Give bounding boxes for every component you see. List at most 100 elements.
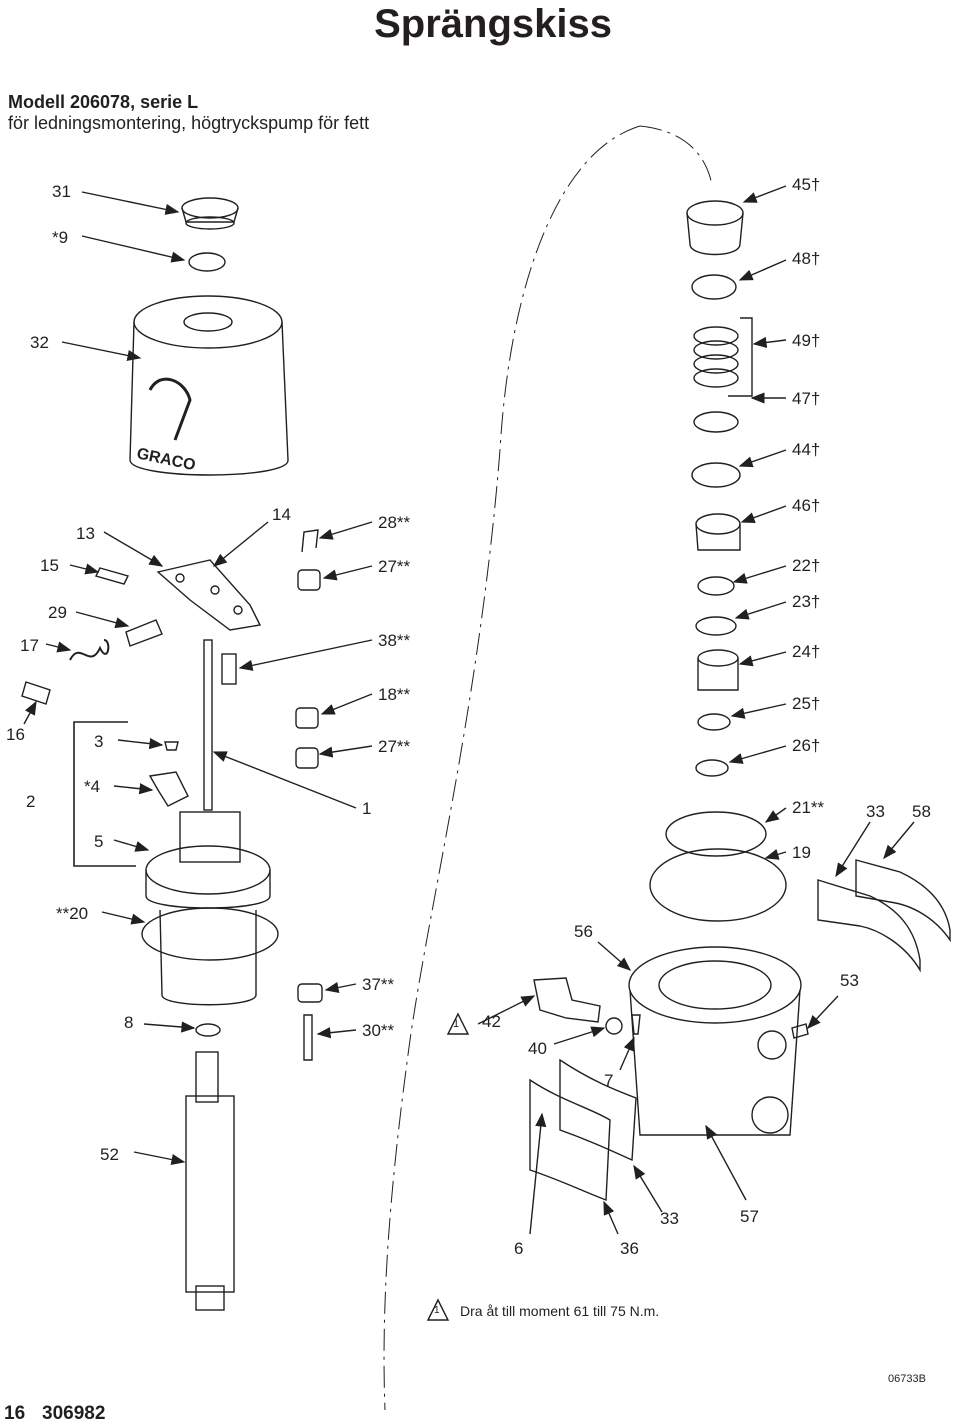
callout-57: 57 bbox=[740, 1207, 759, 1226]
callout-27-lower: 27** bbox=[378, 737, 411, 756]
part-44-ring bbox=[693, 411, 739, 433]
callout-49: 49† bbox=[792, 331, 821, 350]
part-6-shield bbox=[529, 1078, 611, 1202]
callout-36: 36 bbox=[620, 1239, 639, 1258]
part-7-screw bbox=[631, 1014, 641, 1035]
callout-42-mark: 1 bbox=[453, 1018, 460, 1030]
part-5-base bbox=[145, 811, 271, 1006]
callout-19: 19 bbox=[792, 843, 811, 862]
part-27-nut-upper bbox=[297, 569, 321, 591]
part-48-ring bbox=[691, 274, 737, 300]
part-24-piston bbox=[697, 649, 739, 691]
callout-46: 46† bbox=[792, 496, 821, 515]
torque-note: Dra åt till moment 61 till 75 N.m. bbox=[460, 1303, 660, 1319]
part-28-clip bbox=[301, 529, 319, 553]
callout-16: 16 bbox=[6, 725, 25, 744]
callout-33-upper: 33 bbox=[866, 802, 885, 821]
part-20-oring bbox=[141, 907, 279, 961]
part-40-washer bbox=[605, 1017, 623, 1035]
part-30-screw bbox=[303, 1014, 313, 1061]
callout-4: *4 bbox=[84, 777, 101, 796]
part-25-ring bbox=[697, 713, 731, 731]
callout-2: 2 bbox=[26, 792, 36, 811]
callout-32: 32 bbox=[30, 333, 49, 352]
part-22-ring bbox=[697, 576, 735, 596]
page-title: Sprängskiss bbox=[374, 2, 612, 46]
part-4-bracket bbox=[148, 771, 189, 807]
callout-38: 38** bbox=[378, 631, 411, 650]
callout-20: **20 bbox=[56, 904, 89, 923]
model-line: Modell 206078, serie L bbox=[8, 92, 199, 112]
callout-24: 24† bbox=[792, 642, 821, 661]
callout-33-lower: 33 bbox=[660, 1209, 679, 1228]
callout-7: 7 bbox=[604, 1071, 614, 1090]
part-38-valve bbox=[221, 653, 237, 685]
callout-21: 21** bbox=[792, 798, 825, 817]
caution-triangle-note bbox=[426, 1298, 450, 1321]
callout-45: 45† bbox=[792, 175, 821, 194]
callout-40: 40 bbox=[528, 1039, 547, 1058]
logo-graco: GRACO bbox=[135, 445, 197, 474]
part-3-screw bbox=[164, 741, 179, 751]
part-46-ring bbox=[691, 462, 741, 488]
callout-25: 25† bbox=[792, 694, 821, 713]
part-33-band bbox=[817, 879, 921, 973]
part-36-shield bbox=[559, 1058, 637, 1162]
callout-48: 48† bbox=[792, 249, 821, 268]
part-16-screw bbox=[21, 681, 51, 705]
part-32-cover bbox=[129, 295, 289, 476]
callout-6: 6 bbox=[514, 1239, 524, 1258]
part-53-screw bbox=[791, 1023, 809, 1039]
assembly-path-line-top bbox=[639, 125, 713, 186]
callout-29: 29 bbox=[48, 603, 67, 622]
part-19-oring bbox=[649, 848, 787, 922]
part-26-ring bbox=[695, 759, 729, 777]
document-number: 306982 bbox=[42, 1403, 106, 1424]
callout-17: 17 bbox=[20, 636, 39, 655]
part-trip-rod bbox=[203, 639, 213, 811]
callout-42: 42 bbox=[482, 1012, 501, 1031]
part-21-oring bbox=[665, 811, 767, 857]
callout-30: 30** bbox=[362, 1021, 395, 1040]
callout-3: 3 bbox=[94, 732, 104, 751]
part-18-nut bbox=[295, 707, 319, 729]
callout-26: 26† bbox=[792, 736, 821, 755]
callout-18: 18** bbox=[378, 685, 411, 704]
part-49-packings bbox=[693, 326, 739, 388]
part-14-trip-assembly bbox=[156, 559, 262, 631]
part-17-spring bbox=[69, 639, 110, 661]
callout-13: 13 bbox=[76, 524, 95, 543]
page-number: 16 bbox=[4, 1403, 26, 1424]
bracket-49-47 bbox=[728, 317, 753, 397]
caution-triangle-42 bbox=[446, 1012, 470, 1035]
part-15-pin bbox=[94, 567, 130, 585]
part-31-plug bbox=[181, 197, 239, 230]
part-45-gland bbox=[686, 200, 744, 256]
callout-52: 52 bbox=[100, 1145, 119, 1164]
callout-37: 37** bbox=[362, 975, 395, 994]
assembly-path-line bbox=[383, 125, 641, 1411]
part-58-band bbox=[855, 859, 951, 943]
part-9-oring bbox=[188, 252, 226, 272]
callout-53: 53 bbox=[840, 971, 859, 990]
model-subtitle: för ledningsmontering, högtryckspump för… bbox=[8, 113, 370, 133]
part-27-nut-lower bbox=[295, 747, 319, 769]
callout-23: 23† bbox=[792, 592, 821, 611]
callout-1: 1 bbox=[362, 799, 372, 818]
part-23-oring bbox=[695, 616, 737, 636]
callout-28: 28** bbox=[378, 513, 411, 532]
part-37-nut bbox=[297, 983, 323, 1003]
part-56-housing bbox=[628, 946, 802, 1136]
callout-8: 8 bbox=[124, 1013, 134, 1032]
callout-58: 58 bbox=[912, 802, 931, 821]
part-8-washer bbox=[195, 1023, 221, 1037]
callout-22: 22† bbox=[792, 556, 821, 575]
part-42-bolt bbox=[533, 977, 601, 1023]
part-29-shaft bbox=[125, 619, 163, 647]
callout-47: 47† bbox=[792, 389, 821, 408]
callout-31: 31 bbox=[52, 182, 71, 201]
callout-15: 15 bbox=[40, 556, 59, 575]
part-46-sleeve bbox=[695, 513, 741, 551]
note-marker: 1 bbox=[434, 1305, 440, 1316]
